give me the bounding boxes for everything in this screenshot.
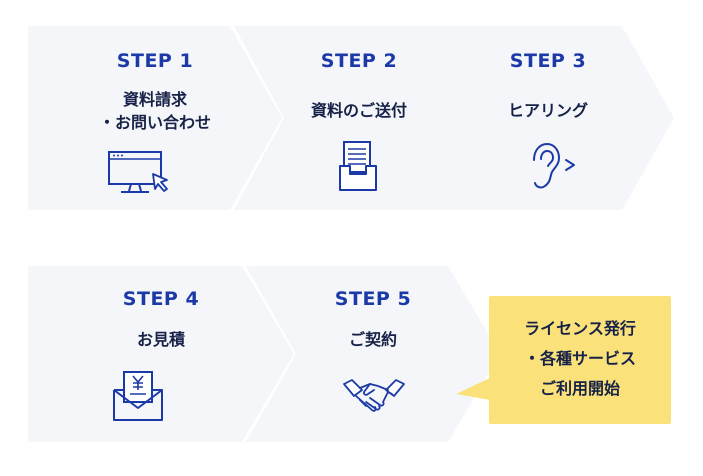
step-3-title: STEP 3 xyxy=(509,50,587,72)
step-5-label-line-1: ご契約 xyxy=(348,330,397,349)
callout-line-2: ・各種サービス xyxy=(523,349,636,368)
callout-line-1: ライセンス発行 xyxy=(524,319,636,338)
step-4-label-line-1: お見積 xyxy=(136,330,185,349)
callout-line-3: ご利用開始 xyxy=(539,379,620,398)
step-4-title: STEP 4 xyxy=(122,288,200,310)
step-4-panel: STEP 4 お見積 xyxy=(28,266,294,442)
step-3-label-line-1: ヒアリング xyxy=(507,101,588,120)
step-5-title: STEP 5 xyxy=(334,288,412,310)
step-2-title: STEP 2 xyxy=(320,50,398,72)
step-1-title: STEP 1 xyxy=(116,50,194,72)
yen-envelope-icon xyxy=(113,371,163,421)
step-5-panel: STEP 5 ご契約 xyxy=(246,266,500,442)
document-tray-icon xyxy=(339,141,377,191)
ear-icon xyxy=(533,142,575,189)
handshake-icon xyxy=(343,379,405,412)
step-2-label-line-1: 資料のご送付 xyxy=(310,101,407,120)
step-1-label-line-2: ・お問い合わせ xyxy=(98,113,211,132)
computer-monitor-cursor-icon xyxy=(108,151,168,193)
step-1-panel: STEP 1 資料請求 ・お問い合わせ xyxy=(28,26,282,210)
license-callout: ライセンス発行 ・各種サービス ご利用開始 xyxy=(489,296,671,424)
callout-tail xyxy=(456,378,490,400)
step-1-label-line-1: 資料請求 xyxy=(122,90,187,109)
